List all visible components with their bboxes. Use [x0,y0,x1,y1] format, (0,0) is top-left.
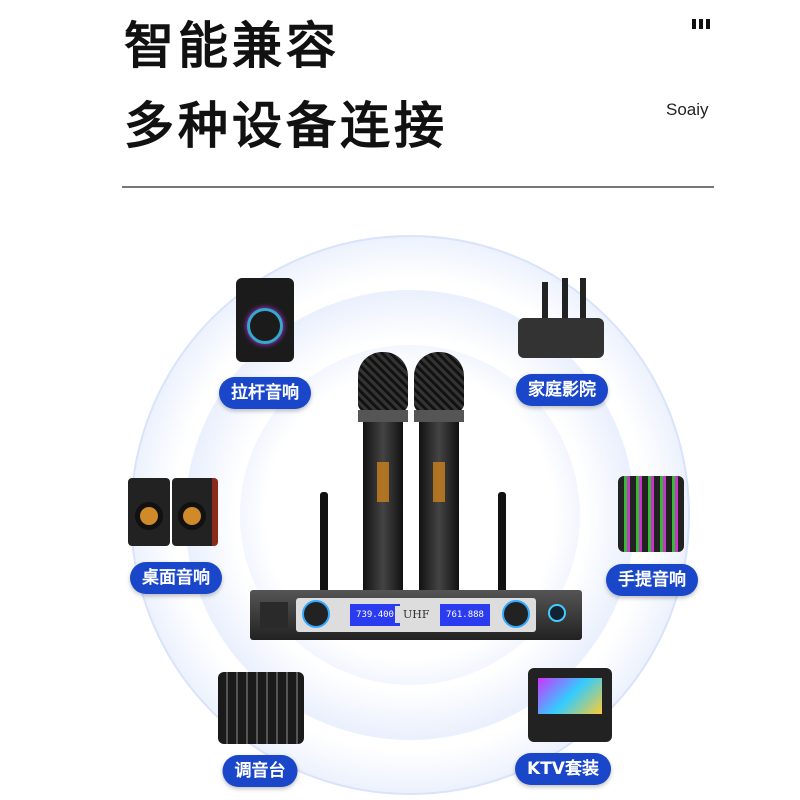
label-desktop-speakers: 桌面音响 [130,562,222,594]
ktv-set-icon [528,668,612,742]
volume-knob-a[interactable] [302,600,330,628]
portable-speaker-icon [618,476,684,552]
desktop-speakers-icon [128,478,218,546]
label-trolley-speaker: 拉杆音响 [219,377,311,409]
power-button[interactable] [548,604,566,622]
trolley-speaker-icon [236,278,294,362]
panel-label: UHF [395,606,438,623]
wireless-receiver: 739.400 UHF 761.888 [250,590,582,640]
label-home-theater: 家庭影院 [516,374,608,406]
brand-name: Soaiy [666,100,709,119]
antenna-left [320,492,328,597]
lcd-channel-b: 761.888 [440,604,490,626]
microphone-2 [414,352,464,622]
lcd-channel-a: 739.400 [350,604,400,626]
microphone-1 [358,352,408,622]
logo-plate [260,602,288,628]
divider [122,186,714,188]
mixer-icon [218,672,304,744]
label-ktv-set: KTV套装 [515,753,611,785]
label-portable-speaker: 手提音响 [606,564,698,596]
home-theater-icon [518,278,604,358]
volume-knob-b[interactable] [502,600,530,628]
antenna-right [498,492,506,597]
label-mixer: 调音台 [222,755,298,787]
title-line-2: 多种设备连接 [124,97,448,155]
brand-logo-icon [692,19,710,29]
title-line-1: 智能兼容 [124,17,340,75]
